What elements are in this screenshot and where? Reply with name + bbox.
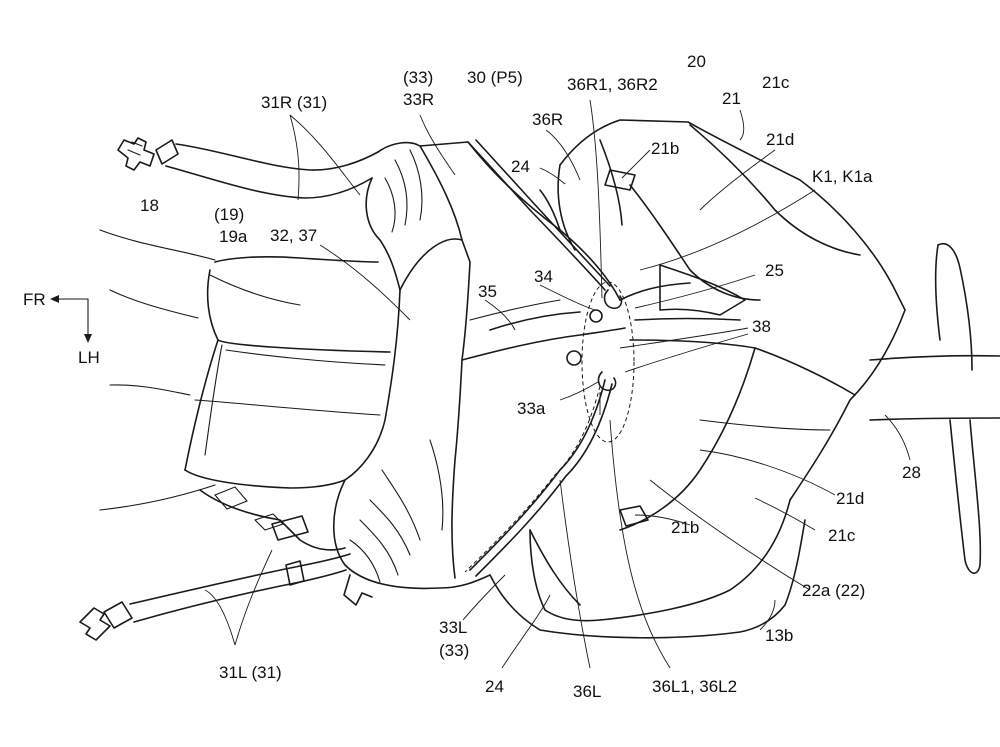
label-31l: 31L (31) [219, 663, 282, 682]
label-19a: 19a [219, 227, 248, 246]
direction-indicator [50, 295, 92, 343]
label-36l: 36L [573, 682, 601, 701]
label-20: 20 [687, 52, 706, 71]
label-21c-bottom: 21c [828, 526, 856, 545]
label-33l: 33L [439, 618, 467, 637]
handle-28 [869, 243, 1000, 574]
label-35: 35 [478, 282, 497, 301]
label-30: 30 (P5) [467, 68, 523, 87]
right-belt-31r [117, 137, 379, 199]
label-32-37: 32, 37 [270, 226, 317, 245]
fastener-upper [589, 289, 623, 323]
seat-body [99, 229, 391, 551]
label-33r: 33R [403, 90, 434, 109]
callout-labels: FR LH (33) 33R 30 (P5) 36R1, 36R2 20 31R… [23, 52, 921, 701]
left-belt-31l [79, 515, 351, 641]
label-18: 18 [140, 196, 159, 215]
detail-circle [581, 281, 635, 443]
label-19-paren: (19) [214, 205, 244, 224]
label-k1-k1a: K1, K1a [812, 167, 873, 186]
label-21b-bottom: 21b [671, 518, 699, 537]
label-33l-paren: (33) [439, 641, 469, 660]
label-21c-top: 21c [762, 73, 790, 92]
label-31r: 31R (31) [261, 93, 327, 112]
direction-fr-label: FR [23, 290, 46, 309]
fastener-lower [566, 350, 617, 392]
label-13b: 13b [765, 626, 793, 645]
direction-lh-label: LH [78, 348, 100, 367]
label-34: 34 [534, 267, 553, 286]
label-24-top: 24 [511, 157, 530, 176]
label-38: 38 [752, 317, 771, 336]
label-21d-top: 21d [766, 130, 794, 149]
label-28: 28 [902, 463, 921, 482]
cover-lower [489, 309, 906, 639]
label-21b-top: 21b [651, 139, 679, 158]
cover-21 [539, 119, 906, 321]
label-25: 25 [765, 261, 784, 280]
label-22a: 22a (22) [802, 581, 865, 600]
cushion-33 [461, 139, 626, 577]
leader-lines [204, 99, 911, 669]
label-33a: 33a [517, 399, 546, 418]
airbag-30 [332, 141, 621, 606]
label-33r-paren: (33) [403, 68, 433, 87]
label-36r: 36R [532, 110, 563, 129]
label-21d-bottom: 21d [836, 489, 864, 508]
label-21: 21 [722, 89, 741, 108]
label-36r1-36r2: 36R1, 36R2 [567, 75, 658, 94]
label-24-bottom: 24 [485, 677, 504, 696]
label-36l1-36l2: 36L1, 36L2 [652, 677, 737, 696]
